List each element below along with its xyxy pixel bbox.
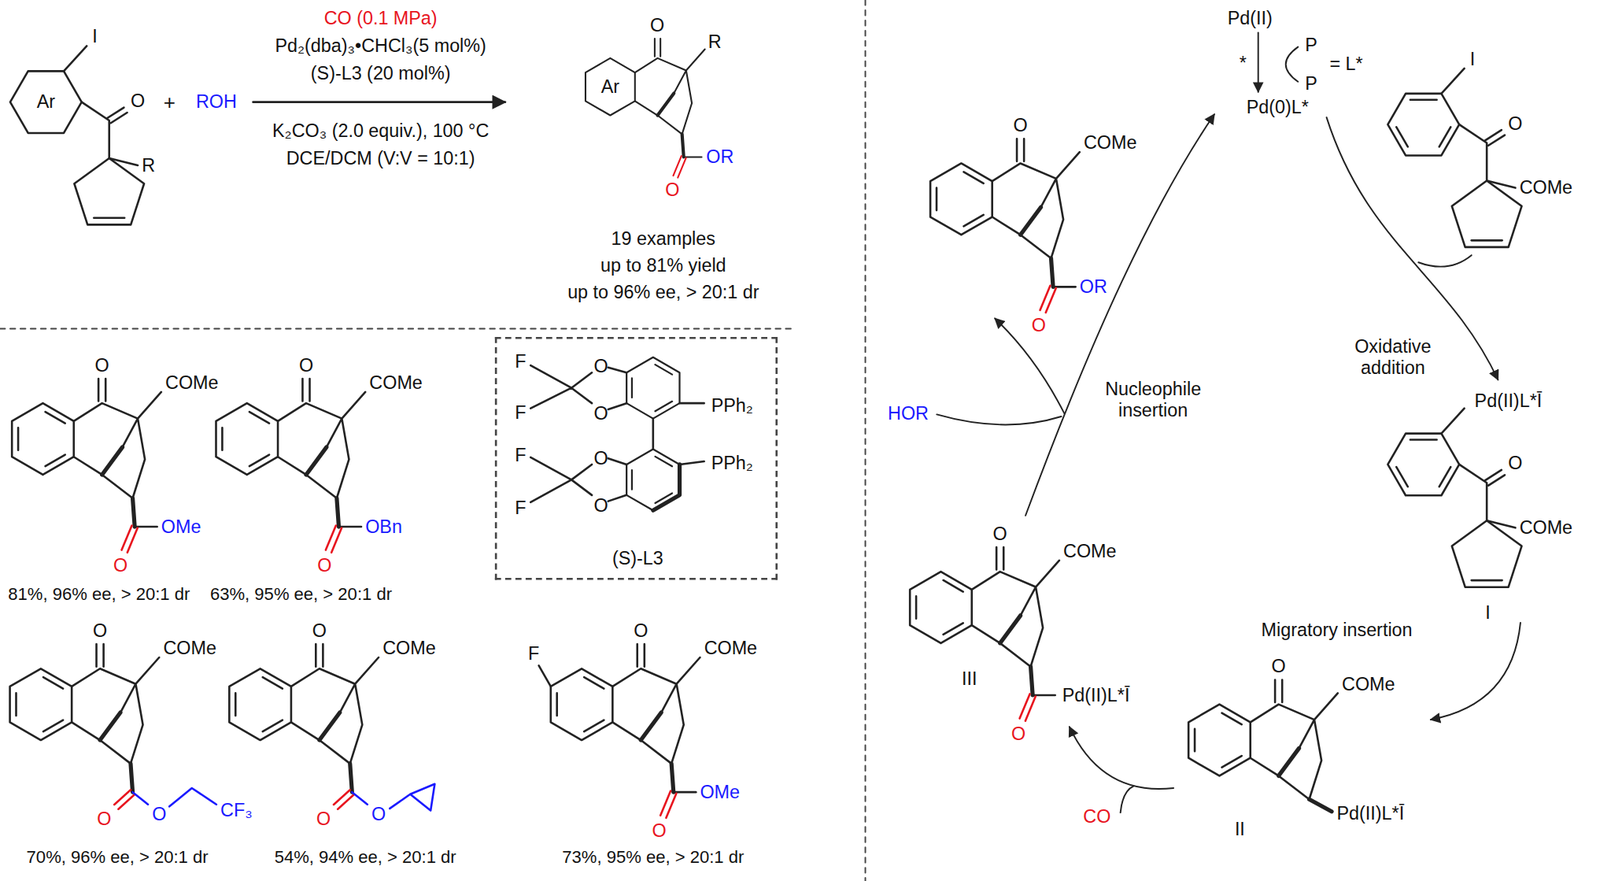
reagent-text: Pd₂(dba)₃•CHCl₃(5 mol%) (274, 36, 486, 56)
atom-label: OR (1079, 277, 1108, 296)
atom-label: F (514, 351, 526, 370)
atom-label: Pd(II)L*Ī (1474, 391, 1543, 411)
atom-label: F (514, 402, 526, 422)
atom-label: Pd(II)L*Ī (1062, 685, 1131, 704)
atom-label: PPh₂ (711, 454, 754, 473)
condition-text: K₂CO₃ (2.0 equiv.), 100 °C (272, 121, 489, 140)
catalyst-label: Pd(0)L* (1246, 97, 1309, 116)
atom-label: O (96, 809, 111, 828)
intermediate-number: III (961, 669, 977, 688)
atom-label: F (528, 643, 540, 662)
atom-label: O (594, 449, 609, 468)
yield-caption: 81%, 96% ee, > 20:1 dr (7, 585, 190, 603)
atom-label: O (594, 357, 609, 376)
step-label: Nucleophile insertion (1094, 378, 1213, 422)
atom-label: O (652, 821, 667, 840)
atom-label: COMe (369, 373, 422, 392)
atom-label: Ar (601, 77, 620, 97)
atom-label: PPh₂ (711, 395, 754, 414)
atom-label: COMe (1519, 518, 1573, 537)
intermediate-number: I (1485, 602, 1491, 621)
atom-label: OR (705, 147, 734, 167)
ligand-box: F F O O F F O O PPh₂ PPh₂ (S)-L3 (495, 336, 778, 581)
atom-label: O (113, 556, 128, 575)
atom-label: O (130, 92, 145, 111)
atom-label: O (299, 356, 314, 375)
atom-label: O (665, 180, 680, 199)
atom-label: P (1304, 74, 1318, 93)
atom-label: OBn (365, 517, 403, 536)
reagent-label: CO (1082, 807, 1111, 826)
intermediate-number: II (1234, 819, 1246, 838)
atom-label: O (633, 621, 648, 640)
atom-label: F (514, 498, 526, 518)
condition-text: DCE/DCM (V:V = 10:1) (286, 148, 476, 167)
atom-label: P (1304, 35, 1318, 54)
atom-label: O (317, 556, 332, 575)
atom-label: O (92, 621, 108, 640)
atom-label: O (1271, 657, 1286, 676)
atom-label: O (650, 16, 665, 35)
atom-label: R (708, 32, 722, 51)
summary-text: 19 examples (611, 229, 716, 248)
atom-label: O (594, 403, 609, 422)
atom-label: Ar (36, 92, 56, 111)
yield-caption: 70%, 96% ee, > 20:1 dr (26, 848, 209, 866)
plus-sign: + (163, 92, 176, 113)
atom-label: COMe (704, 639, 758, 658)
atom-label: R (141, 155, 156, 174)
ligand-name: (S)-L3 (612, 549, 664, 568)
reagent-text: (S)-L3 (20 mol%) (310, 64, 451, 83)
atom-label: COMe (382, 639, 436, 658)
catalyst-label: Pd(II) (1227, 9, 1273, 28)
reagent-text: CO (0.1 MPa) (324, 9, 438, 28)
atom-label: O (1507, 114, 1523, 133)
atom-label: O (312, 621, 327, 640)
atom-label: O (594, 495, 609, 514)
ligand-label: = L* (1329, 55, 1363, 74)
yield-caption: 63%, 95% ee, > 20:1 dr (210, 585, 392, 603)
atom-label: I (1470, 50, 1476, 69)
atom-label: OMe (161, 517, 202, 536)
summary-text: up to 81% yield (600, 255, 727, 274)
reagent-label: ROH (195, 92, 237, 111)
atom-label: O (1013, 116, 1028, 135)
atom-label: OMe (699, 782, 740, 801)
yield-caption: 73%, 95% ee, > 20:1 dr (561, 848, 744, 866)
atom-label: O (95, 356, 110, 375)
atom-label: F (514, 446, 526, 465)
atom-label: O (1507, 454, 1523, 473)
reagent-label: HOR (887, 403, 929, 422)
atom-label: COMe (162, 639, 216, 658)
atom-label: COMe (1341, 674, 1395, 693)
yield-caption: 54%, 94% ee, > 20:1 dr (274, 848, 457, 866)
atom-label: COMe (1083, 133, 1137, 152)
atom-label: COMe (1063, 541, 1116, 560)
atom-label: I (92, 27, 98, 46)
atom-label: O (993, 524, 1008, 543)
atom-label: COMe (1519, 178, 1573, 197)
atom-label: CF₃ (220, 801, 253, 820)
atom-label: O (1031, 316, 1046, 335)
atom-label: COMe (165, 373, 219, 392)
atom-label: O (1011, 724, 1026, 743)
step-label: Migratory insertion (1261, 620, 1413, 639)
summary-text: up to 96% ee, > 20:1 dr (567, 282, 759, 301)
atom-label: O (316, 809, 331, 828)
atom-label: O (151, 805, 167, 824)
atom-label: Pd(II)L*Ī (1337, 804, 1405, 823)
chiral-mark: * (1239, 54, 1247, 73)
atom-label: O (371, 805, 386, 824)
step-label: Oxidative addition (1341, 336, 1445, 379)
